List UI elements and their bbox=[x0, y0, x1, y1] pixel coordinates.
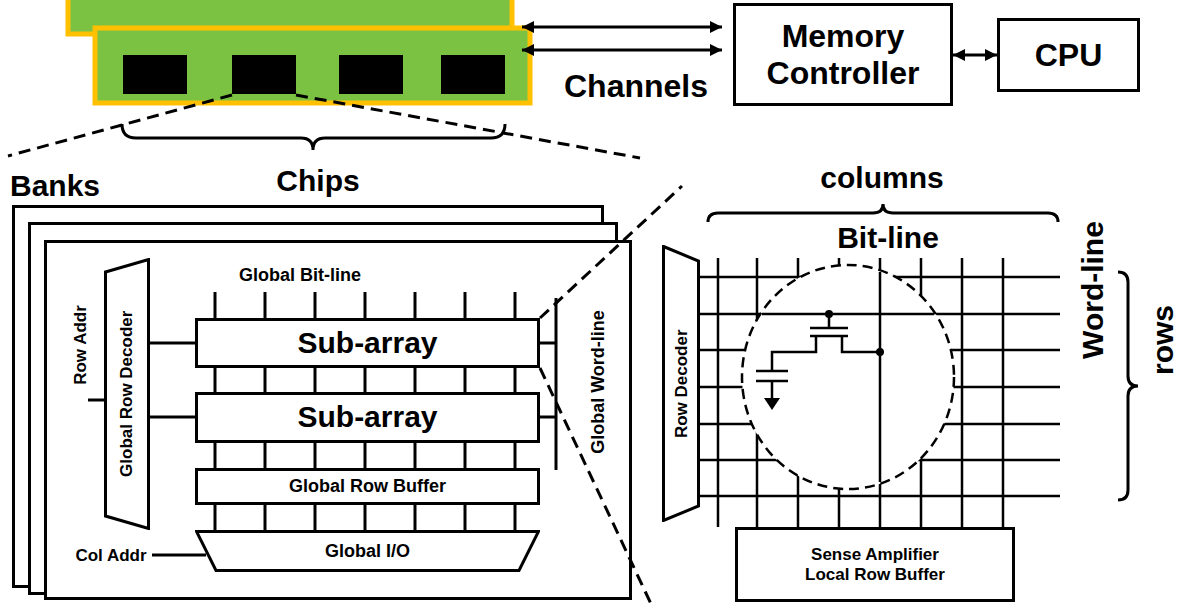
columns-label: columns bbox=[818, 163, 945, 193]
controller-box: Memory Controller bbox=[733, 3, 953, 106]
row-addr-wire bbox=[88, 399, 104, 402]
node-text: Global Row Buffer bbox=[289, 476, 446, 497]
sub-array-box: Sub-array bbox=[195, 392, 540, 443]
global-io: Global I/O bbox=[195, 530, 540, 572]
sense-amp-box: Sense Amplifier Local Row Buffer bbox=[735, 527, 1015, 602]
zoom-line bbox=[8, 95, 640, 158]
junction-dot bbox=[876, 348, 884, 356]
bit-lines bbox=[718, 258, 1003, 527]
rows-label: rows bbox=[1148, 303, 1178, 377]
node-text: Row Decoder bbox=[671, 329, 691, 438]
ground-symbol bbox=[764, 398, 780, 410]
decoder-wires bbox=[150, 343, 195, 417]
word-line-label: Global Word-line bbox=[589, 308, 607, 456]
cell-lines bbox=[762, 272, 934, 482]
global-row-decoder: Global Row Decoder bbox=[104, 258, 150, 530]
rows-brace bbox=[1118, 272, 1138, 500]
node-text: Global Row Decoder bbox=[117, 311, 137, 477]
chips-label: Chips bbox=[274, 166, 361, 196]
bit-line-label: Global Bit-line bbox=[237, 266, 363, 284]
channel-arrow bbox=[522, 26, 722, 29]
columns-brace bbox=[708, 204, 1058, 222]
word-line-label: Word-line bbox=[1078, 219, 1108, 361]
row-buffer-box: Global Row Buffer bbox=[195, 468, 540, 505]
dram-chip bbox=[339, 55, 403, 94]
dram-chip bbox=[232, 55, 296, 94]
junction-dot bbox=[825, 310, 833, 318]
bit-line-label: Bit-line bbox=[835, 223, 941, 253]
trapezoid-shape bbox=[197, 532, 539, 571]
dram-chip bbox=[441, 55, 505, 94]
dimm-board bbox=[95, 28, 530, 103]
global-word-line bbox=[540, 298, 556, 470]
channel-label: Channels bbox=[562, 70, 710, 102]
zoom-line bbox=[540, 186, 682, 606]
node-text: Sub-array bbox=[297, 400, 437, 435]
bank-frame-fill bbox=[44, 240, 632, 600]
cpu-box: CPU bbox=[997, 18, 1140, 92]
node-text: Sub-array bbox=[297, 326, 437, 361]
dram-chip bbox=[123, 55, 187, 94]
signal-label: Col Addr bbox=[73, 547, 148, 564]
node-text: Sense Amplifier Local Row Buffer bbox=[793, 545, 958, 584]
cell-zoom-circle bbox=[742, 265, 954, 489]
channel-arrow bbox=[522, 49, 722, 52]
cell-transistor bbox=[756, 314, 880, 398]
chips-brace bbox=[122, 124, 505, 150]
sub-array-box: Sub-array bbox=[195, 318, 540, 368]
signal-label: Row Addr bbox=[72, 303, 89, 387]
bank-heading: Banks bbox=[10, 169, 100, 202]
node-text: CPU bbox=[1035, 37, 1103, 74]
trapezoid-shape bbox=[106, 260, 149, 529]
node-text: Global I/O bbox=[325, 541, 410, 562]
bus-arrow bbox=[953, 54, 997, 57]
row-decoder: Row Decoder bbox=[662, 245, 700, 522]
col-addr-wire bbox=[152, 554, 206, 557]
trapezoid-shape bbox=[664, 247, 699, 521]
node-text: Memory Controller bbox=[736, 18, 950, 92]
